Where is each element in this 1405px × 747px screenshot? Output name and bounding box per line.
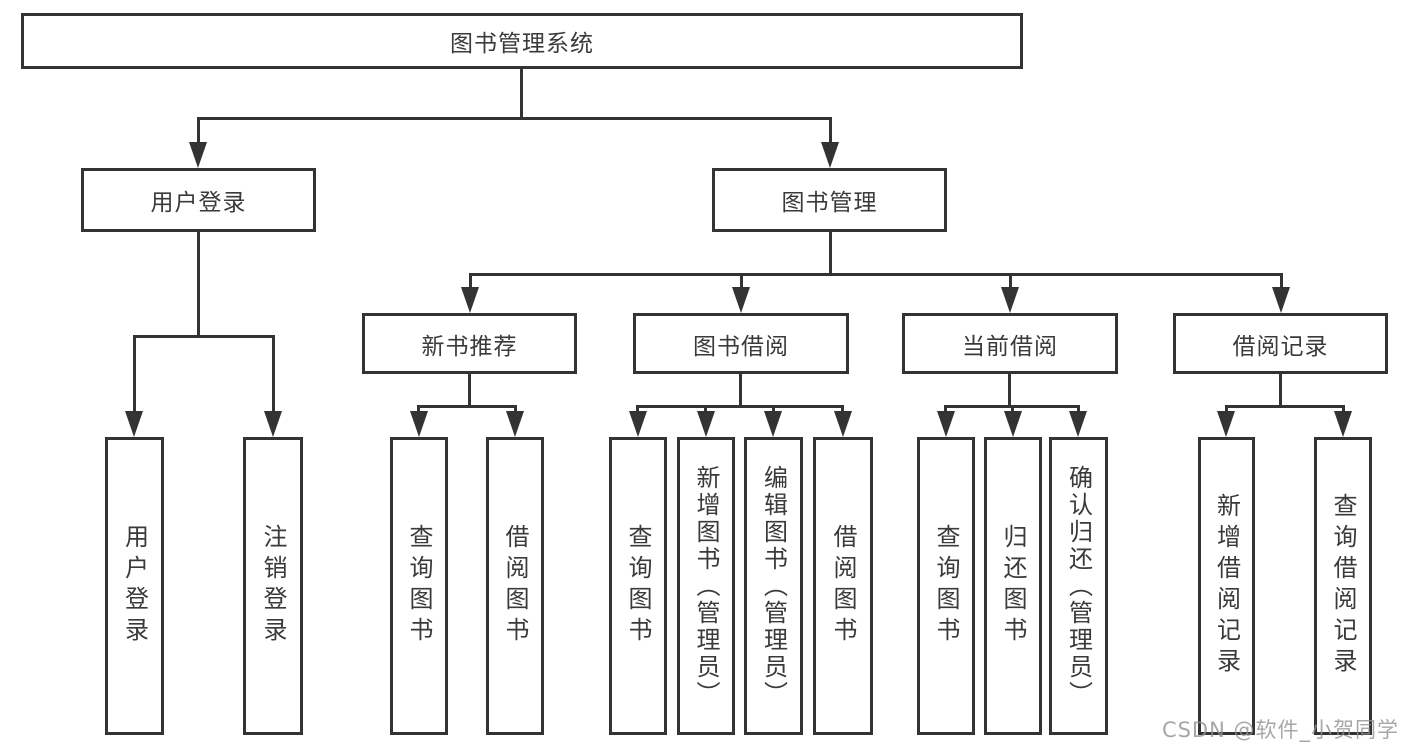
node-root: 图书管理系统 [21,13,1023,69]
arrow-down-icon [461,287,479,313]
node-current-borrow-label: 当前借阅 [962,333,1058,360]
arrow-down-icon [937,411,955,437]
node-leaf-logout: 注销登录 [243,437,303,735]
connector-line [468,374,471,407]
node-leaf-query-book-1-label: 查询图书 [405,524,433,648]
node-user-login: 用户登录 [81,168,316,232]
node-leaf-query-book-3: 查询图书 [917,437,975,735]
connector-line [739,374,742,407]
node-leaf-add-book: 新增图书（管理员） [677,437,735,735]
node-leaf-edit-book: 编辑图书（管理员） [744,437,803,735]
connector-line [636,405,844,408]
node-leaf-return-book: 归还图书 [984,437,1042,735]
node-leaf-query-record-label: 查询借阅记录 [1329,493,1357,679]
node-new-book-rec: 新书推荐 [362,313,577,374]
connector-line [1279,374,1282,407]
node-leaf-user-login: 用户登录 [105,437,164,735]
node-leaf-query-book-2-label: 查询图书 [624,524,652,648]
arrow-down-icon [1334,411,1352,437]
connector-line [272,335,275,413]
connector-line [197,232,200,338]
watermark: CSDN @软件_小贺同学 [1161,718,1399,742]
arrow-down-icon [697,411,715,437]
arrow-down-icon [629,411,647,437]
node-root-label: 图书管理系统 [450,31,594,57]
node-leaf-add-record: 新增借阅记录 [1198,437,1255,735]
arrow-down-icon [125,411,143,437]
connector-line [1342,405,1345,414]
connector-line [1225,405,1345,408]
connector-line [704,405,707,414]
node-leaf-logout-label: 注销登录 [259,524,287,648]
node-leaf-borrow-book-2-label: 借阅图书 [829,524,857,648]
node-leaf-edit-book-label: 编辑图书（管理员） [759,464,788,708]
arrow-down-icon [732,287,750,313]
connector-line [944,405,947,414]
node-leaf-add-record-label: 新增借阅记录 [1212,493,1241,679]
node-leaf-return-book-label: 归还图书 [999,524,1027,648]
connector-line [469,273,1283,276]
node-user-login-label: 用户登录 [150,190,247,216]
node-leaf-add-book-label: 新增图书（管理员） [692,464,720,708]
connector-line [772,405,775,414]
connector-line [1011,405,1014,414]
node-leaf-borrow-book-1: 借阅图书 [486,437,544,735]
node-leaf-query-record: 查询借阅记录 [1314,437,1372,735]
connector-line [841,405,844,414]
connector-line [636,405,639,414]
arrow-down-icon [821,142,839,168]
node-current-borrow: 当前借阅 [902,313,1118,374]
arrow-down-icon [189,142,207,168]
node-leaf-borrow-book-1-label: 借阅图书 [501,524,529,648]
connector-line [1225,405,1228,414]
node-leaf-query-book-3-label: 查询图书 [932,524,960,648]
node-new-book-rec-label: 新书推荐 [421,333,518,360]
connector-line [197,117,832,120]
arrow-down-icon [410,411,428,437]
connector-line [740,273,743,289]
connector-line [829,117,832,145]
connector-line [417,405,420,414]
connector-line [520,69,523,120]
connector-line [469,273,472,289]
arrow-down-icon [1001,287,1019,313]
connector-line [417,405,517,408]
node-book-borrow-label: 图书借阅 [693,333,789,360]
arrow-down-icon [1069,411,1087,437]
node-leaf-query-book-2: 查询图书 [609,437,667,735]
connector-line [514,405,517,414]
arrow-down-icon [1217,411,1235,437]
arrow-down-icon [1004,411,1022,437]
node-leaf-confirm-return-label: 确认归还（管理员） [1064,464,1093,708]
connector-line [829,232,832,276]
arrow-down-icon [1272,287,1290,313]
node-leaf-query-book-1: 查询图书 [390,437,448,735]
connector-line [133,335,136,413]
arrow-down-icon [264,411,282,437]
node-leaf-user-login-label: 用户登录 [120,524,149,648]
connector-line [1008,374,1011,407]
node-leaf-confirm-return: 确认归还（管理员） [1049,437,1108,735]
connector-line [1077,405,1080,414]
connector-line [133,335,275,338]
node-borrow-record: 借阅记录 [1173,313,1388,374]
arrow-down-icon [764,411,782,437]
arrow-down-icon [506,411,524,437]
node-book-mgmt-label: 图书管理 [781,190,878,216]
node-book-mgmt: 图书管理 [712,168,947,232]
node-leaf-borrow-book-2: 借阅图书 [813,437,873,735]
arrow-down-icon [834,411,852,437]
connector-line [197,117,200,145]
node-borrow-record-label: 借阅记录 [1232,333,1329,360]
connector-line [1009,273,1012,289]
node-book-borrow: 图书借阅 [633,313,849,374]
connector-line [1280,273,1283,289]
